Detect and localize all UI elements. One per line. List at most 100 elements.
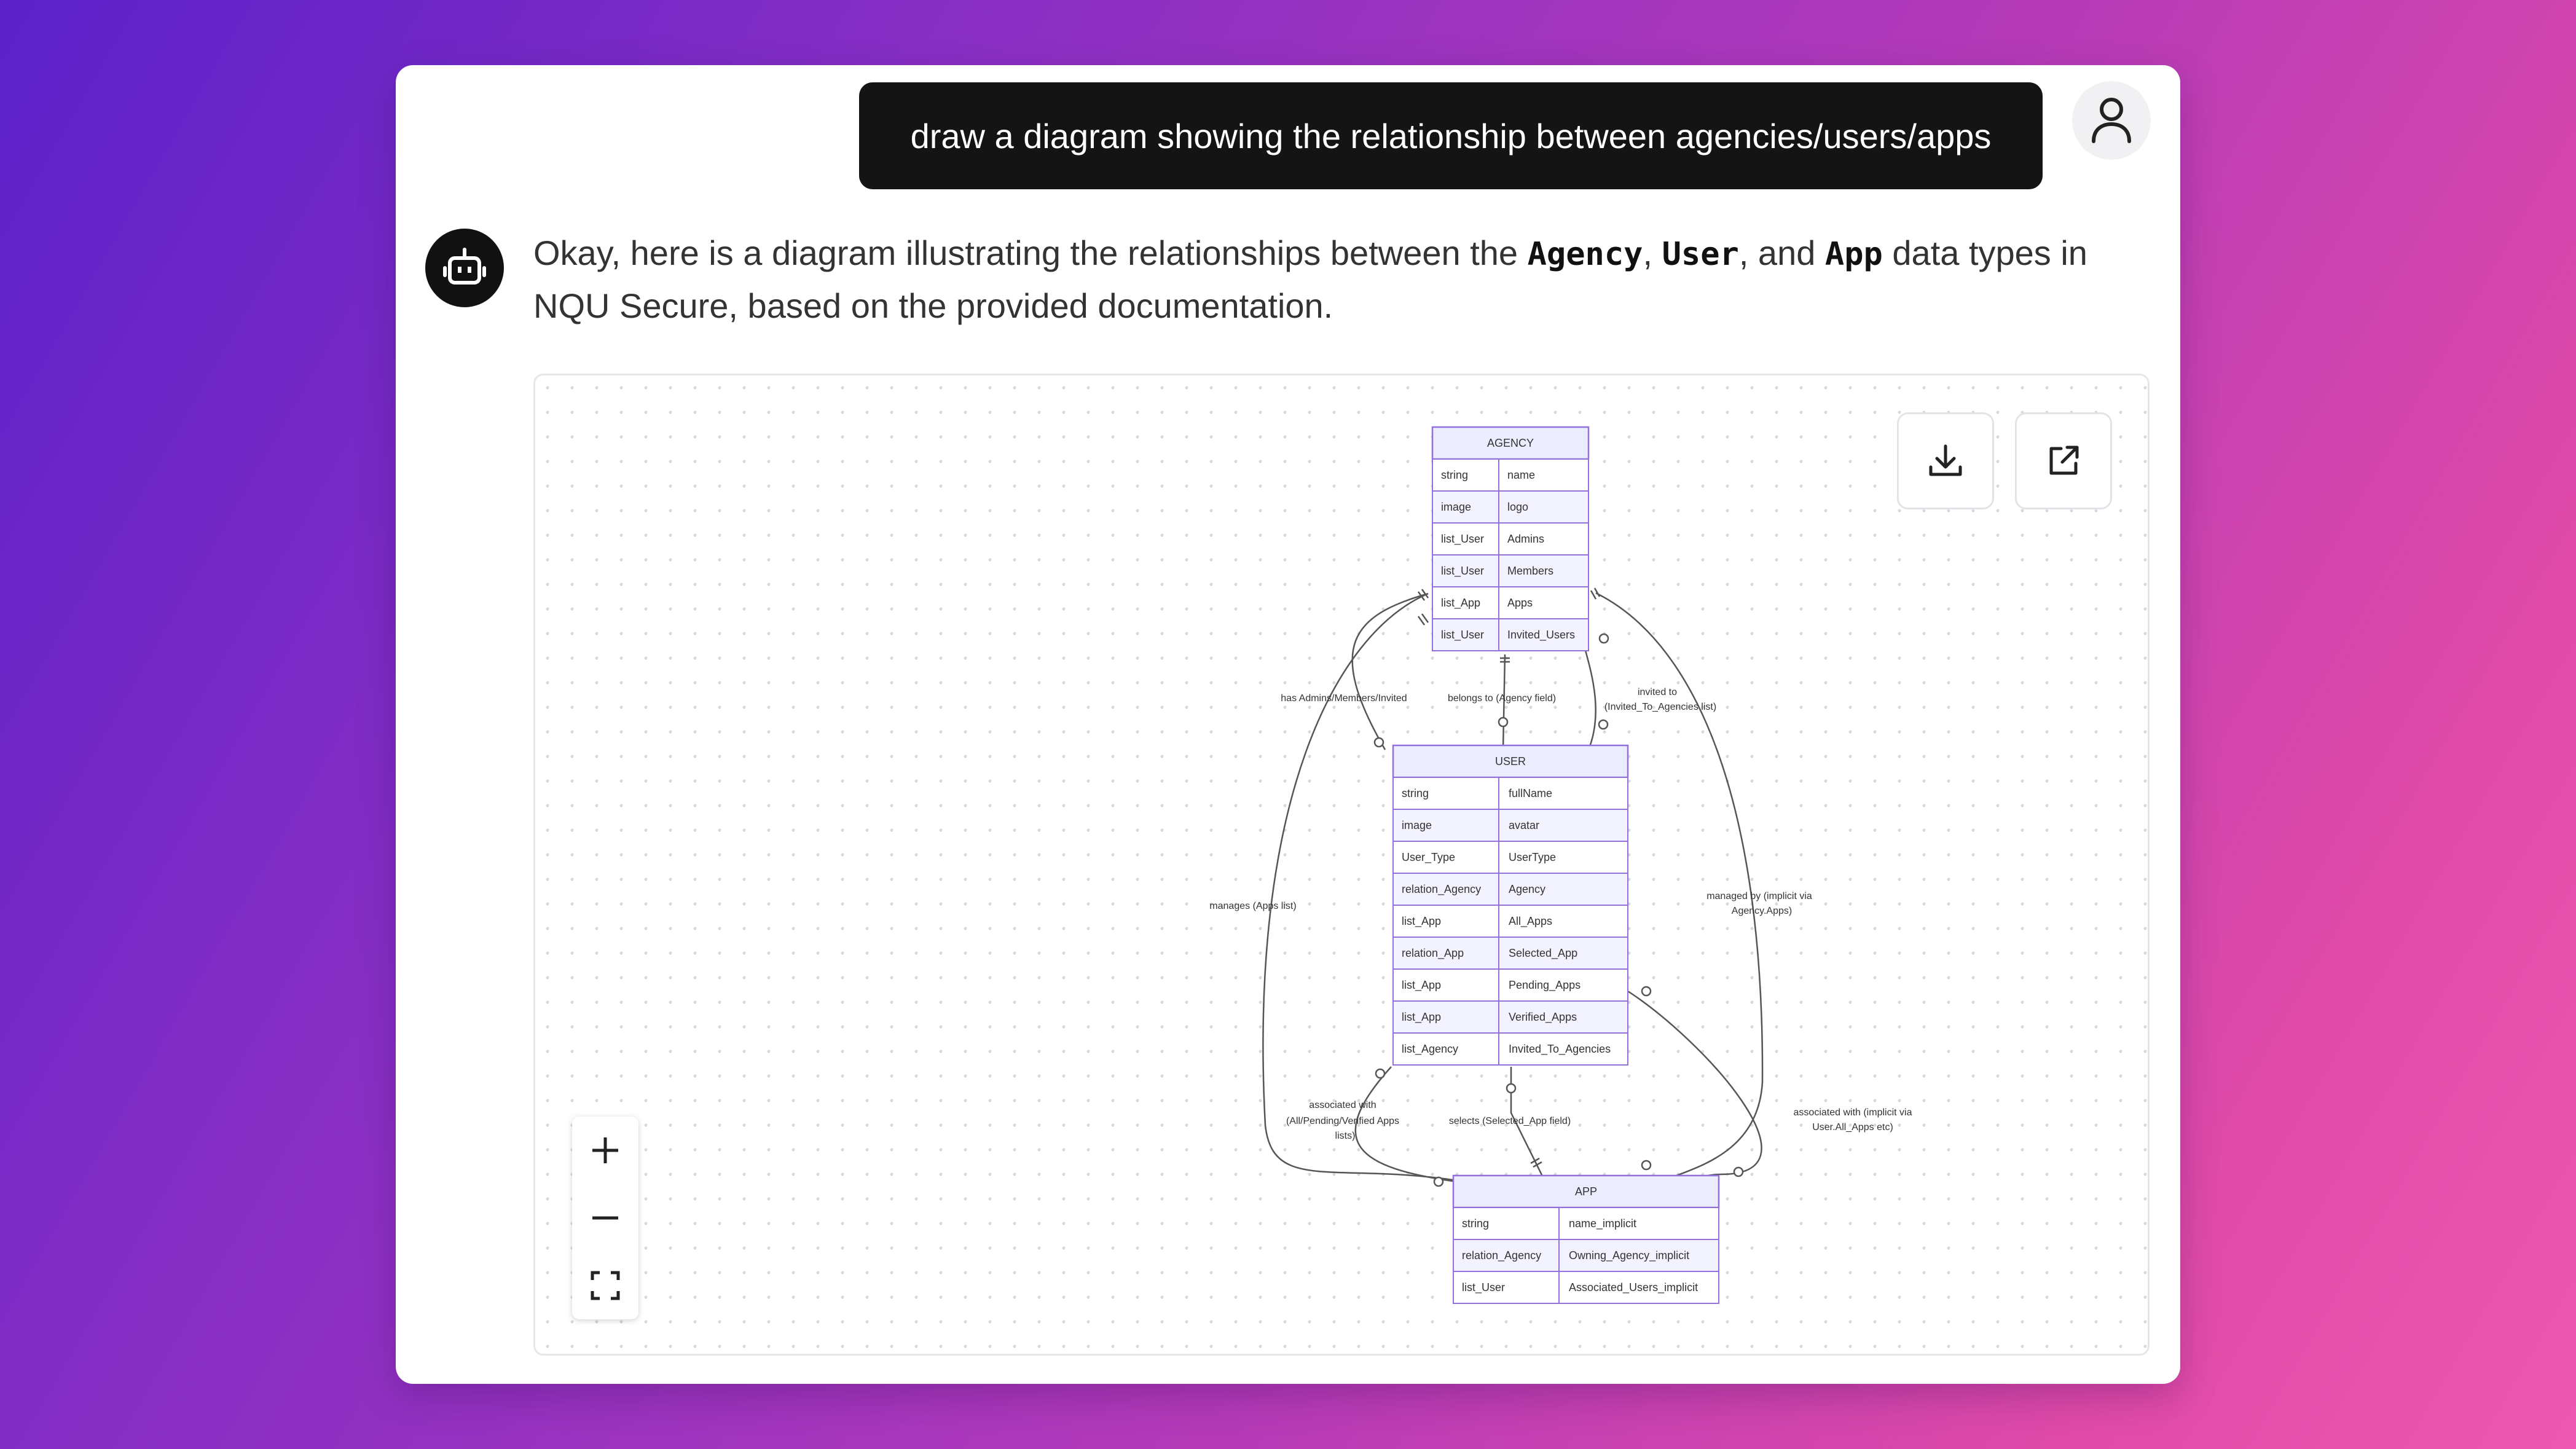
zoom-in-button[interactable] (572, 1117, 638, 1184)
user-icon (2092, 98, 2131, 143)
reply-sep: , (1643, 234, 1662, 272)
cardinality-marker (1733, 1166, 1744, 1177)
attr-type: relation_Agency (1462, 1249, 1541, 1262)
fullscreen-icon (591, 1271, 620, 1300)
label-associated: (All/Pending/Verified Apps (1286, 1116, 1399, 1126)
code-agency: Agency (1527, 236, 1643, 273)
attr-name: Apps (1507, 597, 1533, 609)
attr-name: Selected_App (1509, 947, 1577, 960)
attr-type: list_App (1402, 915, 1441, 928)
attr-type: relation_App (1402, 947, 1464, 960)
label-has-admins: has Admins/Members/Invited (1281, 693, 1407, 704)
download-icon (1929, 444, 1962, 476)
attr-type: list_App (1441, 597, 1480, 610)
user-message-text: draw a diagram showing the relationship … (910, 116, 1992, 155)
attr-name: Admins (1507, 533, 1544, 545)
cardinality-marker (1373, 737, 1384, 748)
edge-user-app-assoc (1354, 1066, 1458, 1183)
attr-type: list_Agency (1402, 1043, 1458, 1056)
attr-type: string (1441, 469, 1468, 481)
cardinality-marker (1641, 986, 1652, 997)
zoom-controls (572, 1117, 638, 1319)
assistant-reply: Okay, here is a diagram illustrating the… (533, 227, 2156, 332)
attr-name: Members (1507, 565, 1553, 577)
edge-agency-user-has (1351, 592, 1429, 750)
cardinality-marker (1530, 1157, 1542, 1168)
cardinality-marker (1433, 1176, 1444, 1187)
label-associated: lists) (1335, 1131, 1356, 1141)
zoom-out-button[interactable] (572, 1184, 638, 1252)
attr-name: Pending_Apps (1509, 979, 1581, 992)
attr-type: list_App (1402, 1011, 1441, 1024)
attr-type: image (1441, 501, 1471, 513)
attr-name: fullName (1509, 787, 1552, 799)
entity-user: USER string fullName image avatar User_T… (1392, 744, 1629, 1066)
user-avatar[interactable] (2072, 81, 2151, 160)
entity-agency: AGENCY string name image logo list_User … (1431, 426, 1590, 651)
edge-app-user-implicit (1625, 989, 1762, 1183)
attr-type: image (1402, 819, 1432, 831)
attr-name: Invited_Users (1507, 629, 1575, 642)
user-message-bubble: draw a diagram showing the relationship … (859, 82, 2043, 189)
cardinality-marker (1641, 1160, 1652, 1171)
reply-text: data types in NQU Secure, based on the p… (533, 234, 2087, 325)
attr-name: UserType (1509, 851, 1556, 863)
attr-name: avatar (1509, 819, 1539, 831)
attr-name: All_Apps (1509, 915, 1552, 928)
attr-name: Verified_Apps (1509, 1011, 1577, 1024)
cardinality-marker (1498, 717, 1509, 728)
cardinality-marker (1500, 657, 1510, 663)
robot-icon (443, 248, 486, 285)
attr-name: Owning_Agency_implicit (1569, 1249, 1689, 1262)
download-button[interactable] (1897, 412, 1994, 509)
attr-name: name_implicit (1569, 1217, 1636, 1230)
er-diagram: has Admins/Members/Invited belongs to (A… (1209, 426, 1912, 1304)
code-app: App (1824, 236, 1883, 273)
attr-type: relation_Agency (1402, 883, 1481, 896)
attr-type: list_User (1441, 533, 1484, 546)
attr-name: name (1507, 469, 1535, 481)
attr-type: list_User (1462, 1281, 1505, 1294)
attr-type: User_Type (1402, 851, 1455, 864)
edge-user-app-selects (1510, 1067, 1544, 1178)
label-associated-implicit: associated with (implicit via (1794, 1107, 1912, 1118)
attr-type: string (1462, 1217, 1489, 1230)
reply-text: Okay, here is a diagram illustrating the… (533, 234, 1528, 272)
attr-name: logo (1507, 501, 1528, 513)
edge-agency-app-manages (1262, 592, 1458, 1182)
cardinality-marker (1598, 719, 1609, 730)
label-selects: selects (Selected_App field) (1449, 1116, 1571, 1126)
attr-name: Associated_Users_implicit (1569, 1281, 1698, 1294)
attr-type: list_User (1441, 565, 1484, 578)
edge-labels: has Admins/Members/Invited belongs to (A… (1209, 687, 1912, 1141)
attr-name: Agency (1509, 883, 1545, 895)
label-managed-by: Agency.Apps) (1732, 906, 1792, 916)
label-associated: associated with (1309, 1100, 1376, 1110)
reply-sep: , and (1738, 234, 1825, 272)
fit-view-button[interactable] (572, 1252, 638, 1319)
label-associated-implicit: User.All_Apps etc) (1812, 1122, 1893, 1133)
open-external-button[interactable] (2015, 412, 2112, 509)
cardinality-marker (1417, 613, 1429, 626)
attr-name: Invited_To_Agencies (1509, 1043, 1611, 1056)
cardinality-marker (1417, 589, 1429, 601)
attr-type: list_User (1441, 629, 1484, 642)
edge-user-agency-belongs (1502, 654, 1506, 750)
label-managed-by: managed by (implicit via (1706, 891, 1812, 901)
assistant-avatar (425, 229, 504, 307)
label-manages: manages (Apps list) (1209, 901, 1296, 911)
external-link-icon (2049, 446, 2079, 475)
plus-icon (592, 1137, 618, 1163)
label-invited-to: invited to (1638, 687, 1677, 697)
label-belongs-to: belongs to (Agency field) (1448, 693, 1556, 704)
attr-type: list_App (1402, 979, 1441, 992)
code-user: User (1662, 236, 1739, 273)
entity-app: APP string name_implicit relation_Agency… (1452, 1174, 1720, 1304)
cardinality-marker (1506, 1083, 1517, 1094)
edge-app-agency-managed (1595, 592, 1764, 1182)
cardinality-marker (1375, 1068, 1386, 1079)
cardinality-marker (1590, 587, 1601, 600)
entity-title: APP (1575, 1185, 1597, 1198)
minus-icon (592, 1216, 618, 1220)
diagram-viewer[interactable]: has Admins/Members/Invited belongs to (A… (533, 374, 2150, 1356)
